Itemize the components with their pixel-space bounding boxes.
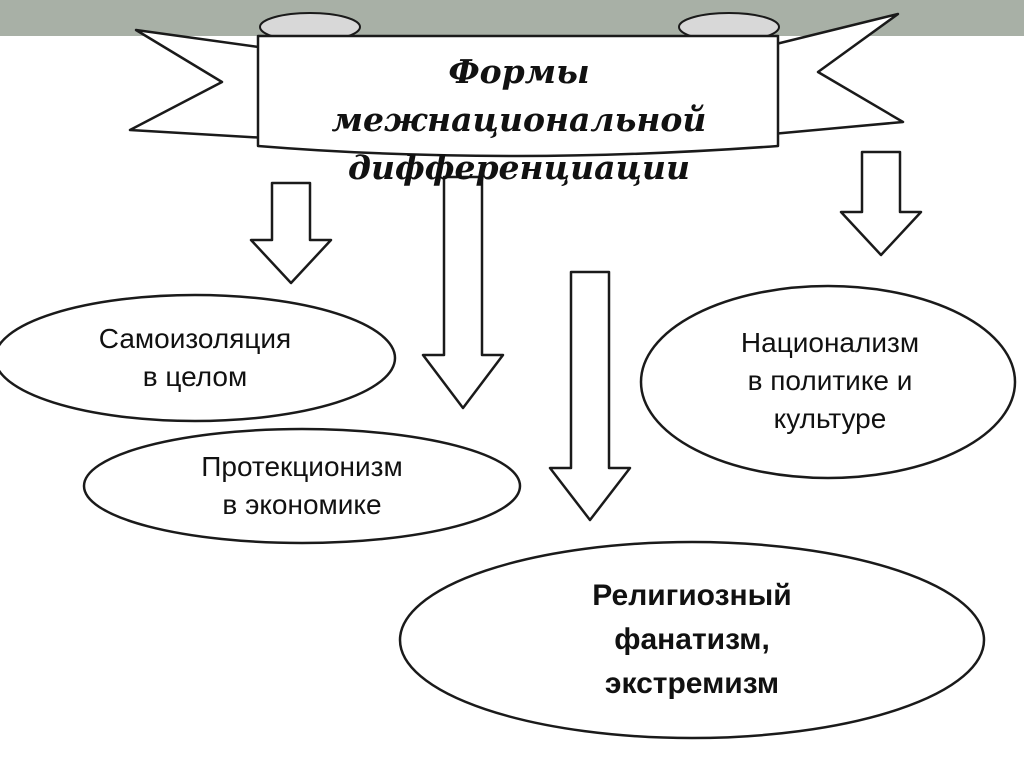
label-nationalism-line1: Национализм: [740, 327, 920, 358]
ribbon-left-tail: [128, 28, 268, 140]
label-nationalism-line2: в политике и: [747, 365, 913, 396]
label-protectionism-line1: Протекционизм: [201, 451, 403, 482]
label-self-isolation-line2: в целом: [142, 361, 248, 392]
label-self-isolation: Самоизоляция в целом: [99, 320, 291, 396]
label-self-isolation-line1: Самоизоляция: [98, 323, 292, 354]
ellipse-religious: [398, 540, 986, 740]
ribbon-right-tail: [770, 12, 905, 136]
label-protectionism-line2: в экономике: [222, 489, 382, 520]
label-nationalism-line3: культуре: [773, 403, 887, 434]
arrow-down-left-icon: [249, 181, 333, 285]
label-religious: Религиозный фанатизм, экстремизм: [592, 574, 791, 706]
arrow-down-right-icon: [839, 150, 923, 257]
ellipse-self-isolation: [0, 293, 397, 423]
ellipse-nationalism: [639, 284, 1017, 480]
banner-title: Формы межнациональной дифференциации: [262, 48, 776, 192]
scroll-body: [256, 34, 780, 158]
label-religious-line3: экстремизм: [604, 667, 780, 700]
label-religious-line1: Религиозный: [592, 579, 792, 612]
banner-title-line1: Формы межнациональной: [331, 52, 707, 139]
label-protectionism: Протекционизм в экономике: [201, 448, 402, 524]
banner-title-line2: дифференциации: [348, 148, 690, 187]
arrow-down-long-icon: [548, 270, 632, 522]
label-nationalism: Национализм в политике и культуре: [741, 324, 919, 438]
label-religious-line2: фанатизм,: [614, 623, 770, 656]
arrow-down-center-icon: [421, 175, 505, 410]
ellipse-protectionism: [82, 427, 522, 545]
